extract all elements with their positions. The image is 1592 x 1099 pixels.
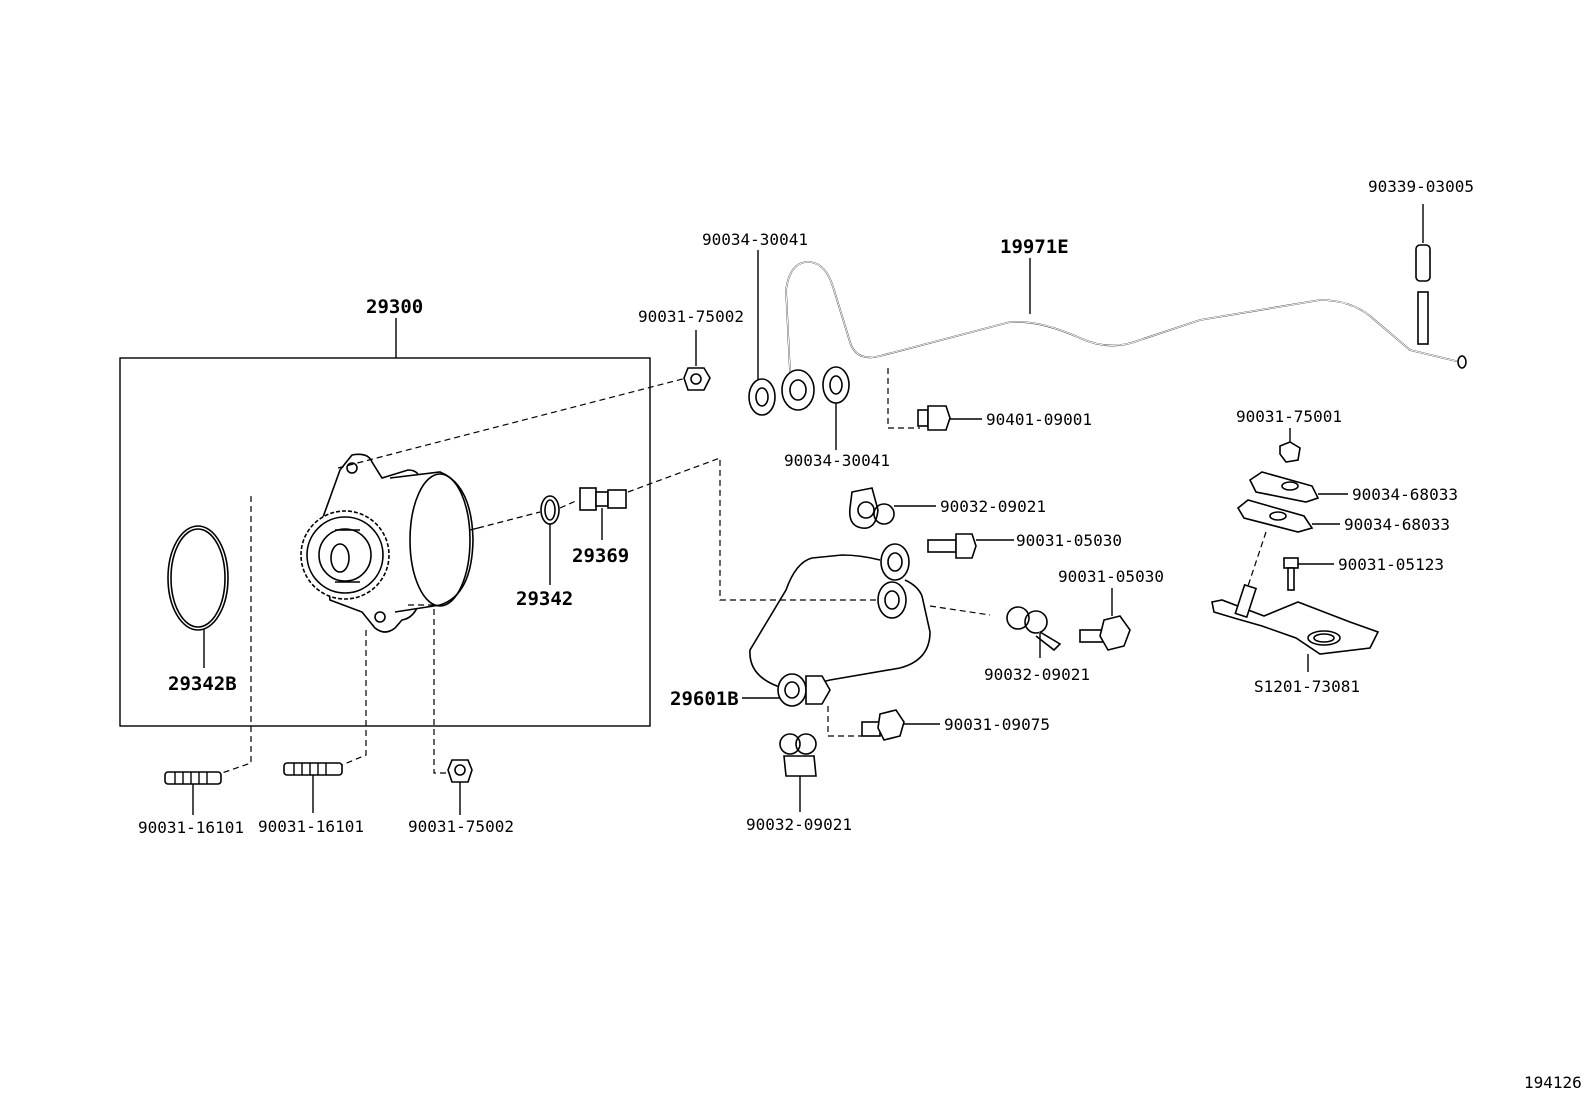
callout-90034-30041-bottom: 90034-30041 xyxy=(784,451,890,470)
nut-90031-75002-bottom xyxy=(408,604,473,815)
clamp-90032-09021-b xyxy=(1006,606,1062,658)
nut-90031-75002-top xyxy=(683,330,711,391)
callout-90031-16101-b: 90031-16101 xyxy=(258,817,364,836)
stud-90031-16101-b xyxy=(283,630,367,813)
callout-90032-09021-b: 90032-09021 xyxy=(984,665,1090,684)
clamp-90034-68033-a xyxy=(1248,471,1348,503)
pipe-19971e xyxy=(785,258,1467,373)
washer-90034-30041-a xyxy=(748,250,776,416)
nut-90031-75001 xyxy=(1279,428,1301,463)
bracket-s1201-73081 xyxy=(1211,583,1380,672)
callout-90031-75002-top: 90031-75002 xyxy=(638,307,744,326)
bolt-90031-05123 xyxy=(1283,557,1334,591)
callout-90034-68033-b: 90034-68033 xyxy=(1344,515,1450,534)
callout-29300: 29300 xyxy=(366,296,423,318)
o-ring-29342b xyxy=(167,525,229,668)
washer-90034-30041-b xyxy=(822,366,850,450)
callout-29369: 29369 xyxy=(572,545,629,567)
callout-29601b: 29601B xyxy=(670,688,739,710)
bolt-90031-05030-b xyxy=(1079,588,1131,651)
callout-90032-09021-a: 90032-09021 xyxy=(940,497,1046,516)
diagram-id: 194126 xyxy=(1524,1073,1582,1092)
callout-90031-75001: 90031-75001 xyxy=(1236,407,1342,426)
clamp-90034-68033-b xyxy=(1236,499,1340,533)
hose-90339-03005 xyxy=(1415,204,1431,345)
callout-90031-05123: 90031-05123 xyxy=(1338,555,1444,574)
gasket-29342 xyxy=(540,495,560,585)
assembly-box-29300 xyxy=(119,318,651,727)
callout-90034-30041-top: 90034-30041 xyxy=(702,230,808,249)
vacuum-pump-body xyxy=(300,453,479,633)
stud-90031-16101-a xyxy=(164,496,252,815)
callout-s1201-73081: S1201-73081 xyxy=(1254,677,1360,696)
union-29369 xyxy=(579,487,627,540)
callout-90031-09075: 90031-09075 xyxy=(944,715,1050,734)
banjo-fitting xyxy=(781,369,815,411)
callout-90031-16101-a: 90031-16101 xyxy=(138,818,244,837)
clamp-90032-09021-a xyxy=(848,487,936,529)
callout-90031-75002-bottom: 90031-75002 xyxy=(408,817,514,836)
callout-90031-05030-a: 90031-05030 xyxy=(1016,531,1122,550)
callout-90401-09001: 90401-09001 xyxy=(986,410,1092,429)
bolt-90401-09001 xyxy=(887,368,982,431)
callout-90032-09021-c: 90032-09021 xyxy=(746,815,852,834)
clamp-90032-09021-c xyxy=(779,733,817,812)
callout-90031-05030-b: 90031-05030 xyxy=(1058,567,1164,586)
callout-19971e: 19971E xyxy=(1000,236,1069,258)
callout-90339-03005: 90339-03005 xyxy=(1368,177,1474,196)
callout-29342: 29342 xyxy=(516,588,573,610)
pipe-29601b xyxy=(742,543,931,707)
bolt-90031-05030-a xyxy=(927,533,1014,559)
callout-90034-68033-a: 90034-68033 xyxy=(1352,485,1458,504)
callout-29342b: 29342B xyxy=(168,673,237,695)
bolt-90031-09075 xyxy=(827,706,940,741)
